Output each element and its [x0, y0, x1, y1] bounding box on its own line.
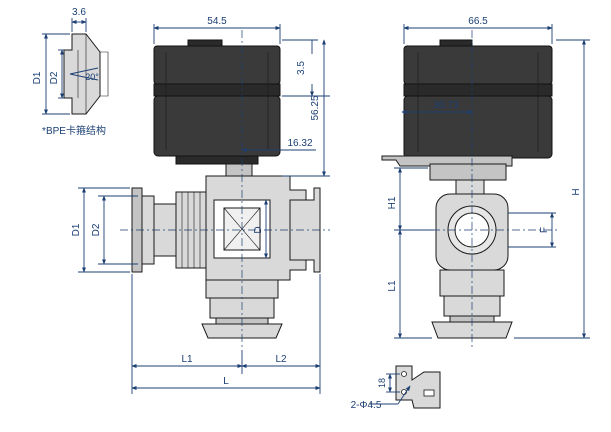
- side-dimensions: [394, 24, 590, 339]
- length-l1-label: L1: [181, 354, 193, 365]
- side-view: [381, 30, 560, 350]
- front-dimensions: [78, 24, 330, 394]
- side-f-label: F: [539, 227, 550, 233]
- bracket-holes-label: 2-Φ4.5: [351, 400, 382, 411]
- bpe-note: *BPE卡箍结构: [42, 124, 106, 137]
- body-d2-label: D2: [91, 223, 102, 236]
- body-bore-label: D: [253, 226, 264, 233]
- flange-d2-label: D2: [49, 71, 60, 84]
- flange-angle-label: 20°: [85, 72, 99, 82]
- side-h-label: H: [571, 188, 582, 195]
- bracket-18-label: 18: [377, 378, 387, 388]
- actuator-height-label: 56.25: [310, 95, 321, 120]
- actuator-gap-label: 3.5: [296, 61, 307, 75]
- actuator-width-label: 54.5: [207, 16, 227, 27]
- body-d1-label: D1: [71, 223, 82, 236]
- front-view: [120, 30, 330, 350]
- bracket-detail: [370, 365, 441, 409]
- flange-width-label: 3.6: [72, 7, 86, 18]
- stem-offset-label: 16.32: [287, 138, 312, 149]
- side-offset-label: 30.73: [433, 100, 458, 111]
- flange-d1-label: D1: [32, 71, 43, 84]
- side-l1-label: L1: [387, 280, 398, 292]
- length-l2-label: L2: [275, 354, 287, 365]
- flange-detail: [42, 18, 109, 115]
- length-total-label: L: [223, 376, 229, 387]
- side-width-label: 66.5: [468, 16, 488, 27]
- side-h1-label: H1: [387, 196, 398, 209]
